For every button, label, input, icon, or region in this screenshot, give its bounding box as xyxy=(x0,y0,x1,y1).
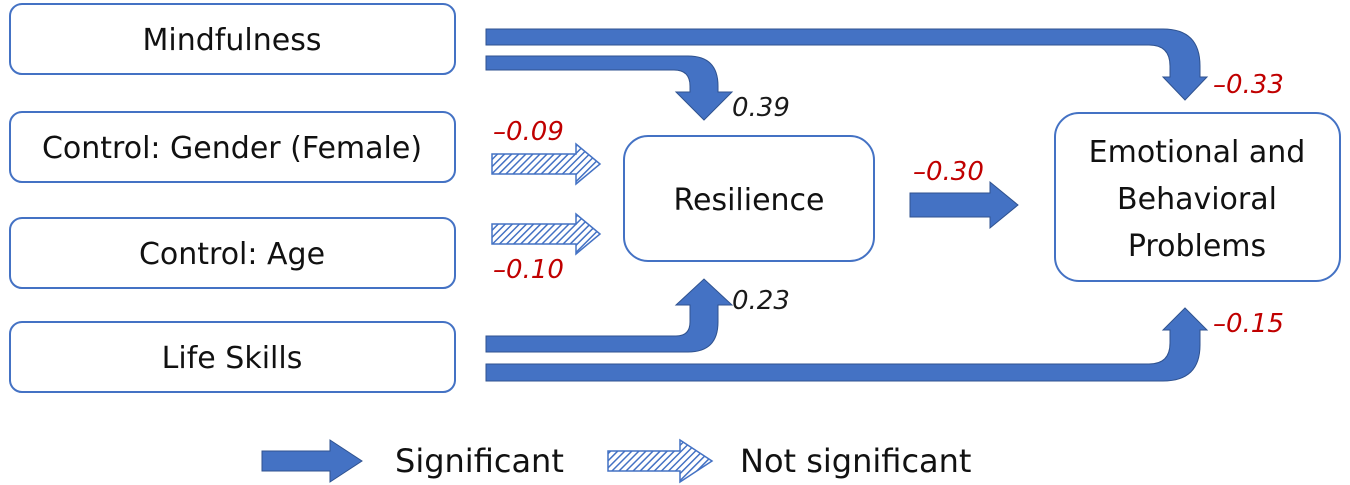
node-outcome-line2: Behavioral xyxy=(1117,182,1277,217)
coef-mindfulness-to-outcome: –0.33 xyxy=(1213,70,1284,100)
node-resilience: Resilience xyxy=(623,135,875,262)
node-mindfulness-label: Mindfulness xyxy=(143,23,322,58)
node-outcome-line1: Emotional and xyxy=(1089,135,1306,170)
arrow-mindfulness-to-outcome xyxy=(485,28,1209,101)
arrow-age-to-resilience xyxy=(491,212,602,256)
node-outcome-line3: Problems xyxy=(1128,229,1266,264)
coef-life-skills-to-resilience: 0.23 xyxy=(732,286,790,316)
arrow-mindfulness-to-resilience xyxy=(485,55,734,121)
legend-significant-arrow xyxy=(261,439,363,483)
coef-mindfulness-to-resilience: 0.39 xyxy=(732,93,790,123)
arrow-life-skills-to-outcome xyxy=(485,307,1209,382)
legend-not-significant-label: Not significant xyxy=(740,442,971,480)
coef-age-to-resilience: –0.10 xyxy=(493,255,564,285)
legend: Significant Not significant xyxy=(261,438,971,484)
coef-resilience-to-outcome: –0.30 xyxy=(913,157,984,187)
node-gender: Control: Gender (Female) xyxy=(9,111,456,183)
node-life-skills: Life Skills xyxy=(9,321,456,393)
node-outcome: Emotional and Behavioral Problems xyxy=(1054,112,1341,282)
coef-life-skills-to-outcome: –0.15 xyxy=(1213,309,1284,339)
node-life-skills-label: Life Skills xyxy=(162,341,303,376)
node-resilience-label: Resilience xyxy=(673,183,824,218)
node-mindfulness: Mindfulness xyxy=(9,3,456,75)
legend-significant-label: Significant xyxy=(395,442,564,480)
coef-gender-to-resilience: –0.09 xyxy=(493,117,564,147)
node-age-label: Control: Age xyxy=(139,237,325,272)
arrow-resilience-to-outcome xyxy=(909,180,1019,230)
arrow-life-skills-to-resilience xyxy=(485,278,734,353)
arrow-gender-to-resilience xyxy=(491,142,602,186)
node-age: Control: Age xyxy=(9,217,456,289)
legend-not-significant-arrow xyxy=(607,438,714,484)
node-gender-label: Control: Gender (Female) xyxy=(42,131,422,166)
